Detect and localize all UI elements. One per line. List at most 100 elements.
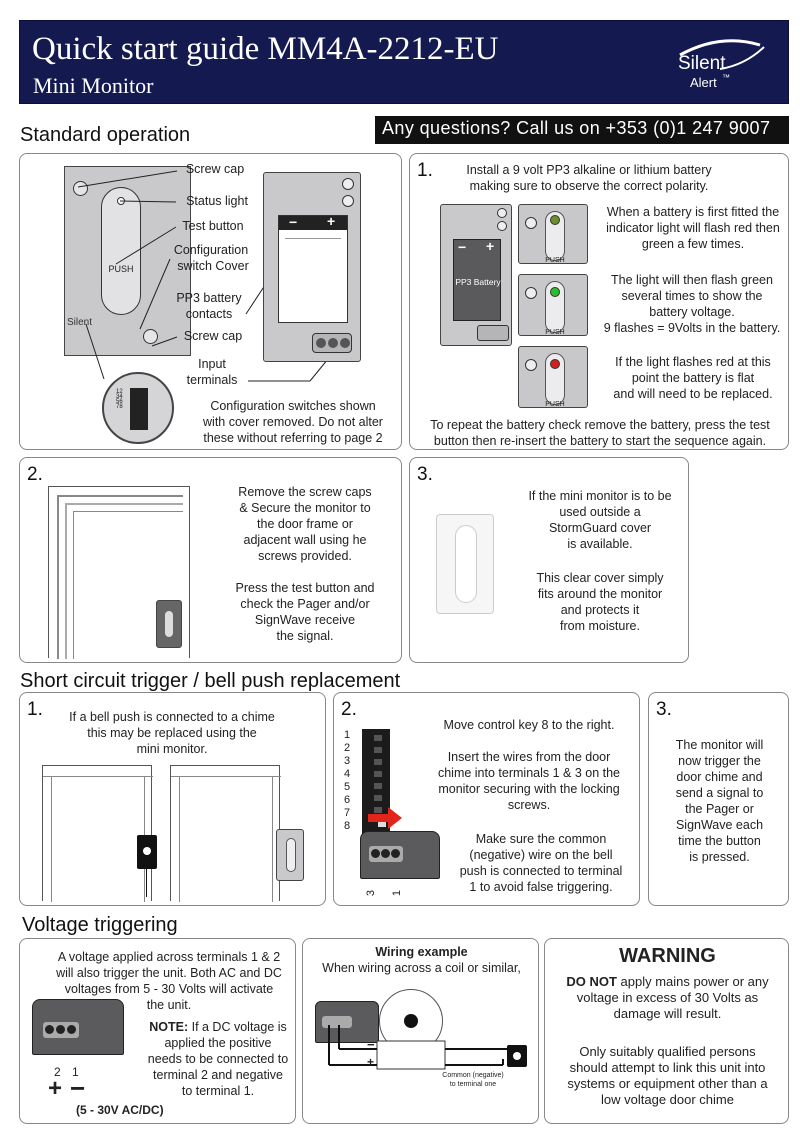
- terminal-block-illustration: [360, 831, 440, 879]
- step-number: 1.: [417, 160, 433, 181]
- voltage-term-1: 1: [72, 1065, 79, 1079]
- device-logo: Silent: [67, 317, 93, 328]
- arrow-right-icon: [368, 807, 402, 829]
- contact-banner: Any questions? Call us on +353 (0)1 247 …: [375, 116, 789, 144]
- label-pp3-1: PP3 battery: [176, 291, 242, 305]
- minus-symbol: −: [70, 1073, 86, 1103]
- terminal-block-illustration: [315, 1001, 379, 1043]
- door-right-illustration: [170, 765, 281, 902]
- stormguard-para-1: If the mini monitor is to be used outsid…: [528, 489, 672, 551]
- logo-word-alert: Alert: [690, 75, 717, 90]
- voltage-note: NOTE: If a DC voltage is applied the pos…: [147, 1020, 289, 1098]
- mounting-para-2: Press the test button and check the Page…: [235, 581, 375, 643]
- step-number: 3.: [417, 464, 433, 485]
- mounted-monitor-icon: [156, 600, 182, 648]
- result-text: The monitor will now trigger the door ch…: [675, 738, 764, 864]
- pp3-battery: − + PP3 Battery: [453, 238, 501, 321]
- brand-logo: Silent Alert ™: [660, 35, 770, 95]
- mini-monitor-icon: [276, 829, 304, 881]
- screw-hole-icon: [342, 195, 354, 207]
- device-front-illustration: PUSH Silent: [64, 166, 191, 356]
- label-config-cover-1: Configuration: [173, 243, 249, 257]
- panel-voltage: A voltage applied across terminals 1 & 2…: [19, 938, 296, 1124]
- device-back-illustration: − +: [263, 172, 361, 362]
- dip-switch-numbers: 12345678: [116, 389, 123, 410]
- page-title: Quick start guide MM4A-2212-EU: [32, 31, 499, 67]
- battery-intro: Install a 9 volt PP3 alkaline or lithium…: [466, 163, 712, 193]
- battery-para-1: When a battery is first fitted the indic…: [606, 205, 780, 251]
- wire-minus: −: [367, 1037, 375, 1052]
- panel-device-overview: PUSH Silent Screw cap Status light Test …: [19, 153, 402, 450]
- label-screw-cap-top: Screw cap: [185, 162, 245, 176]
- wire-plus: +: [367, 1055, 375, 1069]
- panel-bell-push: 1. If a bell push is connected to a chim…: [19, 692, 326, 906]
- wiring-para-3: Make sure the common (negative) wire on …: [459, 832, 623, 894]
- section-title-voltage: Voltage triggering: [22, 914, 178, 936]
- config-switch-zoom: 12345678: [102, 372, 174, 444]
- bell-push-text: If a bell push is connected to a chime t…: [69, 710, 275, 756]
- screw-cap-bottom-icon: [143, 329, 158, 344]
- panel-stormguard: 3. If the mini monitor is to be used out…: [409, 457, 689, 663]
- step-number: 1.: [27, 699, 43, 720]
- battery-plus: +: [327, 213, 336, 229]
- switch-numbers: 12345678: [344, 729, 351, 832]
- label-input-2: terminals: [186, 373, 238, 387]
- config-note: Configuration switches shown with cover …: [203, 399, 383, 445]
- stormguard-cover-illustration: [436, 514, 494, 614]
- label-status-light: Status light: [186, 194, 248, 208]
- push-label: PUSH: [108, 264, 134, 274]
- button-housing: [101, 187, 141, 315]
- warning-para-2: Only suitably qualified persons should a…: [567, 1044, 768, 1107]
- pp3-battery-in-device: − +: [278, 213, 348, 323]
- voltage-term-2: 2: [54, 1065, 61, 1079]
- device-with-battery: − + PP3 Battery: [440, 204, 512, 346]
- panel-warning: WARNING DO NOT apply mains power or any …: [544, 938, 789, 1124]
- step-number: 2.: [27, 464, 43, 485]
- panel-wiring-example: Wiring example When wiring across a coil…: [302, 938, 539, 1124]
- panel-wiring-bell: 2. 12345678 3 1 Move control key 8 to th…: [333, 692, 640, 906]
- battery-label: PP3 Battery: [455, 277, 501, 287]
- wiring-lines: [328, 1025, 507, 1070]
- battery-footer: To repeat the battery check remove the b…: [430, 418, 770, 448]
- led-icon: [550, 287, 560, 297]
- door-left-illustration: [42, 765, 153, 902]
- label-test-button: Test button: [182, 219, 244, 233]
- terminal-3-label: 3: [365, 889, 378, 897]
- logo-trademark: ™: [722, 73, 730, 82]
- dip-switch-icon: [130, 388, 148, 430]
- wiring-example-title: Wiring example: [375, 945, 468, 959]
- led-red-illustration: PUSH: [518, 346, 588, 408]
- battery-minus: −: [289, 214, 298, 230]
- bell-push-icon: [507, 1045, 527, 1067]
- page-subtitle: Mini Monitor: [33, 73, 154, 98]
- mounting-para-1: Remove the screw caps & Secure the monit…: [238, 485, 372, 563]
- plus-symbol: +: [48, 1075, 63, 1102]
- input-terminals-icon: [477, 325, 509, 341]
- wiring-example-subtitle: When wiring across a coil or similar,: [322, 961, 521, 975]
- battery-para-2: The light will then flash green several …: [603, 273, 781, 335]
- warning-para-1: DO NOT apply mains power or any voltage …: [566, 974, 769, 1021]
- header-banner: Quick start guide MM4A-2212-EU Mini Moni…: [19, 20, 789, 104]
- led-green-illustration: PUSH: [518, 274, 588, 336]
- label-config-cover-2: switch Cover: [177, 259, 249, 273]
- stormguard-para-2: This clear cover simply fits around the …: [536, 571, 664, 633]
- step-number: 3.: [656, 699, 672, 720]
- logo-swoosh-icon: [679, 39, 765, 70]
- led-icon: [550, 359, 560, 369]
- logo-word-silent: Silent: [678, 53, 726, 74]
- terminal-1-label: 1: [391, 889, 404, 897]
- panel-battery-install: 1. Install a 9 volt PP3 alkaline or lith…: [409, 153, 789, 450]
- label-screw-cap-bottom: Screw cap: [183, 329, 243, 343]
- bell-push-icon: [137, 835, 157, 869]
- screw-hole-icon: [342, 178, 354, 190]
- common-note: Common (negative) to terminal one: [442, 1072, 504, 1088]
- led-red-green-illustration: PUSH: [518, 204, 588, 264]
- section-title-standard: Standard operation: [20, 124, 191, 146]
- warning-title: WARNING: [619, 945, 716, 967]
- terminal-block-illustration: [32, 999, 124, 1055]
- screw-cap-top-icon: [73, 181, 88, 196]
- step-number: 2.: [341, 699, 357, 720]
- panel-mounting: 2. Remove the screw caps & Secure the mo…: [19, 457, 402, 663]
- section-title-short-circuit: Short circuit trigger / bell push replac…: [20, 670, 401, 692]
- led-icon: [550, 215, 560, 225]
